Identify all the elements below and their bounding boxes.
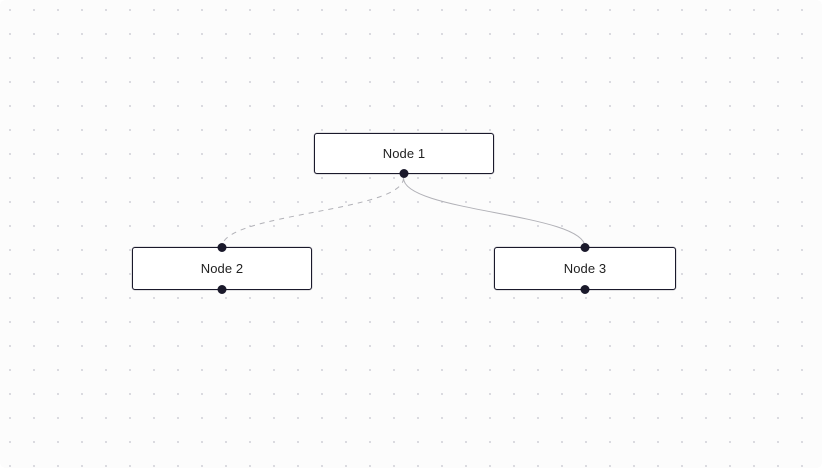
node-2-source-handle[interactable] xyxy=(217,285,227,294)
edge-node1-node3[interactable] xyxy=(403,177,586,248)
node-1-label: Node 1 xyxy=(382,146,426,161)
node-1[interactable]: Node 1 xyxy=(314,133,494,178)
node-2-label: Node 2 xyxy=(200,261,244,276)
node-3[interactable]: Node 3 xyxy=(494,243,676,294)
node-2[interactable]: Node 2 xyxy=(132,243,312,294)
node-3-target-handle[interactable] xyxy=(580,243,590,252)
node-3-label: Node 3 xyxy=(563,261,607,276)
node-2-target-handle[interactable] xyxy=(217,243,227,252)
edge-node1-node2[interactable] xyxy=(221,177,404,248)
node-3-source-handle[interactable] xyxy=(580,285,590,294)
node-1-source-handle[interactable] xyxy=(399,169,409,178)
